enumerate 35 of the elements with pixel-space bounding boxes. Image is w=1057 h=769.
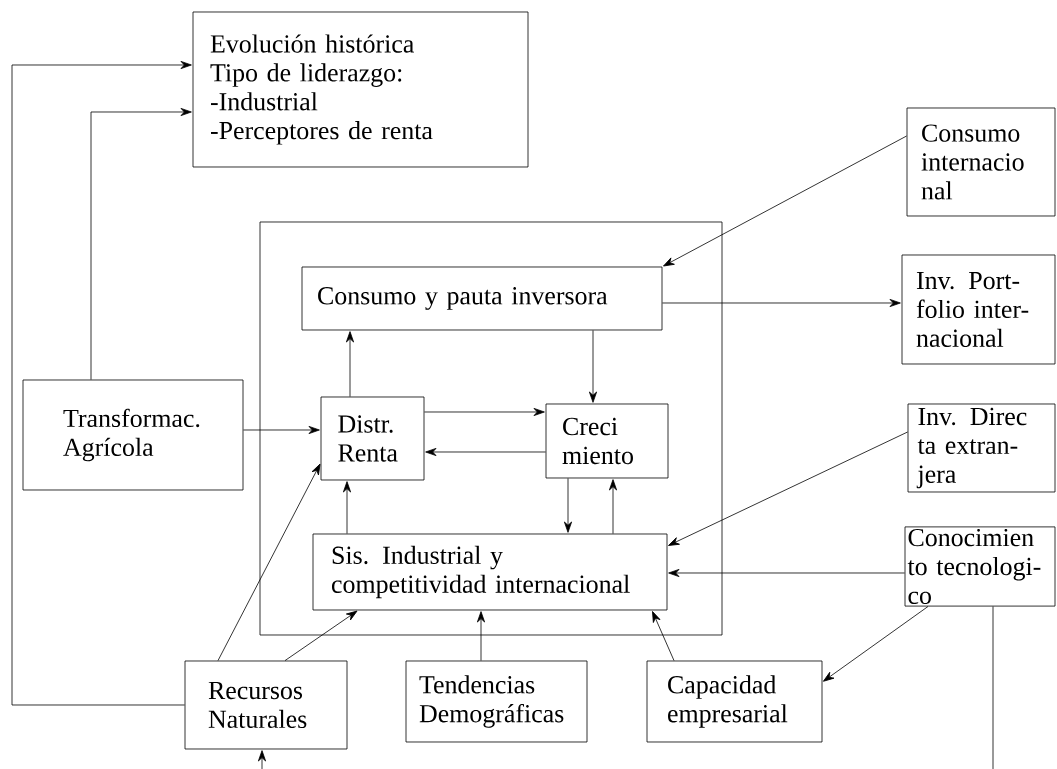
arrow bbox=[668, 569, 905, 577]
process-box: Inv. Port- folio inter- nacional bbox=[901, 254, 1056, 365]
arrow bbox=[652, 611, 675, 661]
arrow bbox=[663, 135, 907, 267]
arrow bbox=[424, 408, 545, 416]
arrow bbox=[346, 331, 354, 397]
process-box: Consumo y pauta inversora bbox=[301, 266, 663, 331]
arrow bbox=[477, 611, 485, 661]
arrow bbox=[11, 61, 192, 706]
arrow bbox=[90, 107, 192, 380]
process-box: Capacidad empresarial bbox=[646, 660, 823, 743]
text-box: Evolución histórica Tipo de liderazgo: -Industrial -Perceptores de renta bbox=[192, 11, 529, 168]
process-box: Inv. Direc ta extran- jera bbox=[907, 403, 1056, 493]
arrow bbox=[564, 478, 572, 533]
arrow bbox=[343, 481, 351, 534]
arrow bbox=[243, 426, 320, 434]
process-box: Recursos Naturales bbox=[184, 660, 348, 750]
process-box: Sis. Industrial y competitividad internacional bbox=[312, 533, 668, 611]
arrow bbox=[425, 448, 546, 456]
arrow bbox=[823, 606, 929, 682]
frame-box bbox=[259, 221, 723, 636]
process-box: Distr. Renta bbox=[320, 396, 425, 481]
process-box: Consumo internacio nal bbox=[906, 107, 1056, 217]
arrow bbox=[217, 463, 321, 661]
process-box: Transformac. Agrícola bbox=[22, 379, 244, 491]
arrow bbox=[258, 750, 266, 769]
process-box: Conocimien to tecnologi- co bbox=[904, 526, 1056, 607]
arrow bbox=[284, 610, 358, 661]
process-box: Creci miento bbox=[545, 403, 669, 479]
arrow bbox=[609, 479, 617, 534]
connector-line bbox=[992, 606, 994, 769]
process-box: Tendencias Demográficas bbox=[405, 660, 588, 743]
arrow bbox=[589, 330, 597, 403]
arrow bbox=[668, 431, 908, 546]
arrow bbox=[662, 299, 901, 307]
